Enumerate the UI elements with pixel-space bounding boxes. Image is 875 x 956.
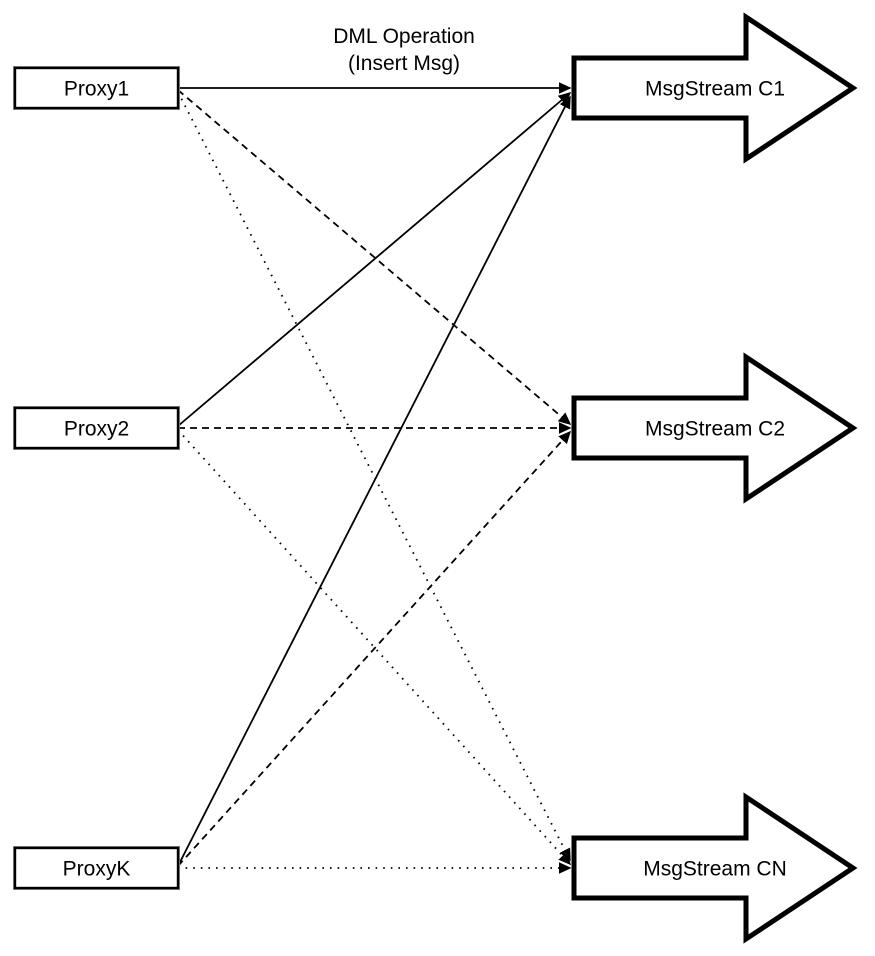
block-arrow-shape-c1 <box>571 12 858 164</box>
edge-proxyk-to-c2-dashed <box>177 430 572 867</box>
msgstream-arrow-cn: MsgStream CN <box>571 792 858 944</box>
msgstream-cn-label: MsgStream CN <box>643 858 787 881</box>
edge-proxy1-to-c2-dashed <box>177 89 572 425</box>
proxyk-box <box>13 846 180 890</box>
proxy2-label: Proxy2 <box>64 418 129 441</box>
msgstream-arrow-c2: MsgStream C2 <box>571 352 858 504</box>
proxyk-label: ProxyK <box>63 858 131 881</box>
proxy-node-1: Proxy1 <box>13 66 180 110</box>
proxy-node-k: ProxyK <box>13 846 180 890</box>
dml-operation-label-line2: (Insert Msg) <box>348 52 460 75</box>
edge-proxy2-to-c1-solid <box>177 92 572 427</box>
dml-operation-label-line1: DML Operation <box>333 25 475 48</box>
edge-proxyk-to-c1-solid <box>177 95 571 867</box>
proxy1-label: Proxy1 <box>64 78 129 101</box>
proxy2-box-outline <box>13 406 180 450</box>
msgstream-arrow-c1: MsgStream C1 <box>571 12 858 164</box>
proxy2-box <box>13 406 180 450</box>
proxy-node-2: Proxy2 <box>13 406 180 450</box>
edge-proxy1-to-cn-dotted <box>177 91 571 862</box>
msgstream-c1-label: MsgStream C1 <box>645 78 785 101</box>
msgstream-c2-label: MsgStream C2 <box>645 418 785 441</box>
block-arrow-shape-c2 <box>571 352 858 504</box>
proxy1-box-outline <box>13 66 180 110</box>
block-arrow-shape-cn <box>571 792 858 944</box>
dml-operation-label: DML Operation (Insert Msg) <box>333 25 475 75</box>
edge-proxy2-to-cn-dotted <box>177 429 572 866</box>
edge-group <box>177 82 572 874</box>
proxy1-box <box>13 66 180 110</box>
proxyk-box-outline <box>13 846 180 890</box>
